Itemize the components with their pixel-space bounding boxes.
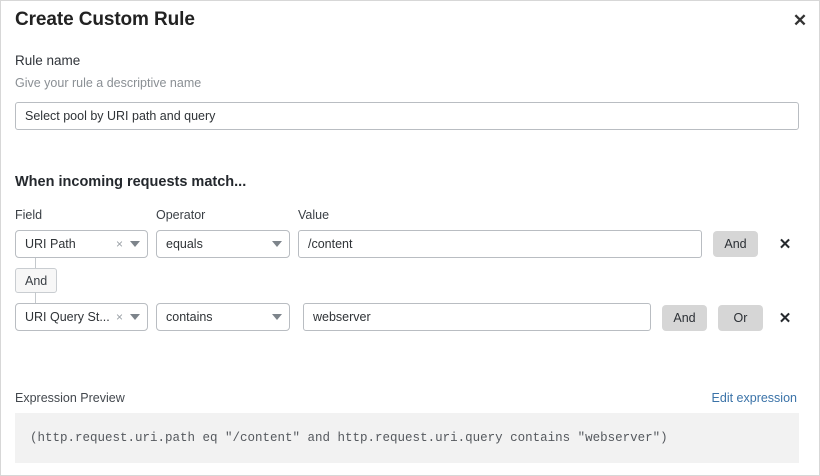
connector-line-top	[35, 258, 36, 269]
chevron-down-icon-operator-row-1	[272, 241, 282, 247]
field-select-value-row-2: URI Query St...	[25, 310, 110, 324]
column-header-value: Value	[298, 208, 330, 222]
value-input-row-1[interactable]	[298, 230, 702, 258]
value-input-row-2[interactable]	[303, 303, 651, 331]
rule-name-hint: Give your rule a descriptive name	[15, 76, 202, 90]
delete-row-icon-row-2[interactable]: ✕	[778, 309, 792, 327]
rule-name-label: Rule name	[15, 53, 81, 68]
chevron-down-icon-row-2	[130, 314, 140, 320]
field-select-row-1[interactable]: URI Path ×	[15, 230, 148, 258]
delete-row-icon-row-1[interactable]: ✕	[778, 235, 792, 253]
page-title: Create Custom Rule	[15, 9, 195, 30]
group-connector-and[interactable]: And	[15, 268, 58, 293]
and-button-row-2[interactable]: And	[662, 305, 707, 331]
operator-select-value-row-1: equals	[166, 237, 203, 251]
clear-icon-row-2[interactable]: ×	[115, 310, 123, 324]
field-select-row-2[interactable]: URI Query St... ×	[15, 303, 148, 331]
expression-preview-text: (http.request.uri.path eq "/content" and…	[30, 431, 668, 445]
or-button-row-2[interactable]: Or	[718, 305, 763, 331]
field-select-value-row-1: URI Path	[25, 237, 76, 251]
expression-preview-label: Expression Preview	[15, 391, 125, 405]
operator-select-row-1[interactable]: equals	[156, 230, 290, 258]
chevron-down-icon-row-1	[130, 241, 140, 247]
column-header-field: Field	[15, 208, 43, 222]
close-icon[interactable]: ✕	[787, 7, 813, 33]
rule-name-input[interactable]	[15, 102, 799, 130]
connector-line-bottom	[35, 292, 36, 303]
operator-select-value-row-2: contains	[166, 310, 213, 324]
edit-expression-link[interactable]: Edit expression	[711, 391, 797, 405]
expression-preview-box: (http.request.uri.path eq "/content" and…	[15, 413, 799, 463]
and-button-row-1[interactable]: And	[713, 231, 758, 257]
clear-icon-row-1[interactable]: ×	[115, 237, 123, 251]
conditions-heading: When incoming requests match...	[15, 174, 247, 190]
operator-select-row-2[interactable]: contains	[156, 303, 290, 331]
chevron-down-icon-operator-row-2	[272, 314, 282, 320]
column-header-operator: Operator	[156, 208, 206, 222]
